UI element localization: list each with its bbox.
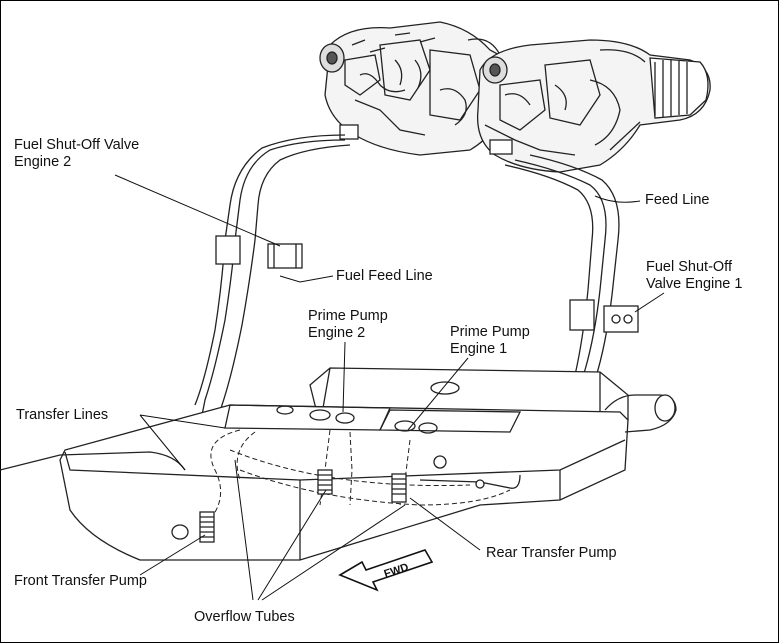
label-fuel-shutoff-valve-engine-2: Fuel Shut-Off Valve Engine 2 <box>14 137 139 171</box>
leader-feed-line <box>594 195 641 203</box>
shutoff-valve-engine-2 <box>215 235 303 269</box>
shutoff-valve-engine-1 <box>569 299 639 333</box>
engine-2 <box>319 21 509 156</box>
fwd-arrow: FWD <box>338 549 434 592</box>
label-prime-pump-engine-1: Prime Pump Engine 1 <box>450 324 530 358</box>
label-transfer-lines: Transfer Lines <box>16 407 109 423</box>
engine-1 <box>476 39 711 173</box>
label-line: Fuel Shut-Off <box>646 259 732 275</box>
prime-pump-engine-2 <box>317 469 333 495</box>
leader-shutoff-valve-1 <box>634 292 665 313</box>
leader-front-transfer-pump <box>139 534 206 576</box>
label-line: Prime Pump <box>450 324 530 340</box>
label-line: Engine 2 <box>308 325 366 341</box>
label-line: Engine 2 <box>14 154 72 170</box>
label-rear-transfer-pump: Rear Transfer Pump <box>486 545 617 561</box>
fuel-tank <box>0 367 677 561</box>
leader-prime-pump-2 <box>342 341 346 413</box>
leader-rear-transfer-pump <box>409 497 481 551</box>
label-line: Prime Pump <box>308 308 388 324</box>
leader-fuel-feed-line <box>279 275 334 283</box>
label-line: Engine 1 <box>450 341 508 357</box>
leader-transfer-lines <box>139 414 226 471</box>
front-transfer-pump <box>199 511 215 543</box>
label-fuel-feed-line: Fuel Feed Line <box>336 268 433 284</box>
label-overflow-tubes: Overflow Tubes <box>194 609 295 625</box>
leader-prime-pump-1 <box>407 357 469 431</box>
leader-overflow-tubes <box>234 459 406 601</box>
label-front-transfer-pump: Front Transfer Pump <box>14 573 147 589</box>
rear-transfer-pump <box>391 473 407 503</box>
label-feed-line: Feed Line <box>645 192 710 208</box>
label-fuel-shutoff-valve-engine-1: Fuel Shut-Off Valve Engine 1 <box>646 259 742 293</box>
leader-shutoff-valve-2 <box>114 174 281 247</box>
label-line: Valve Engine 1 <box>646 276 743 292</box>
label-line: Fuel Shut-Off Valve <box>14 137 140 153</box>
label-prime-pump-engine-2: Prime Pump Engine 2 <box>308 308 388 342</box>
